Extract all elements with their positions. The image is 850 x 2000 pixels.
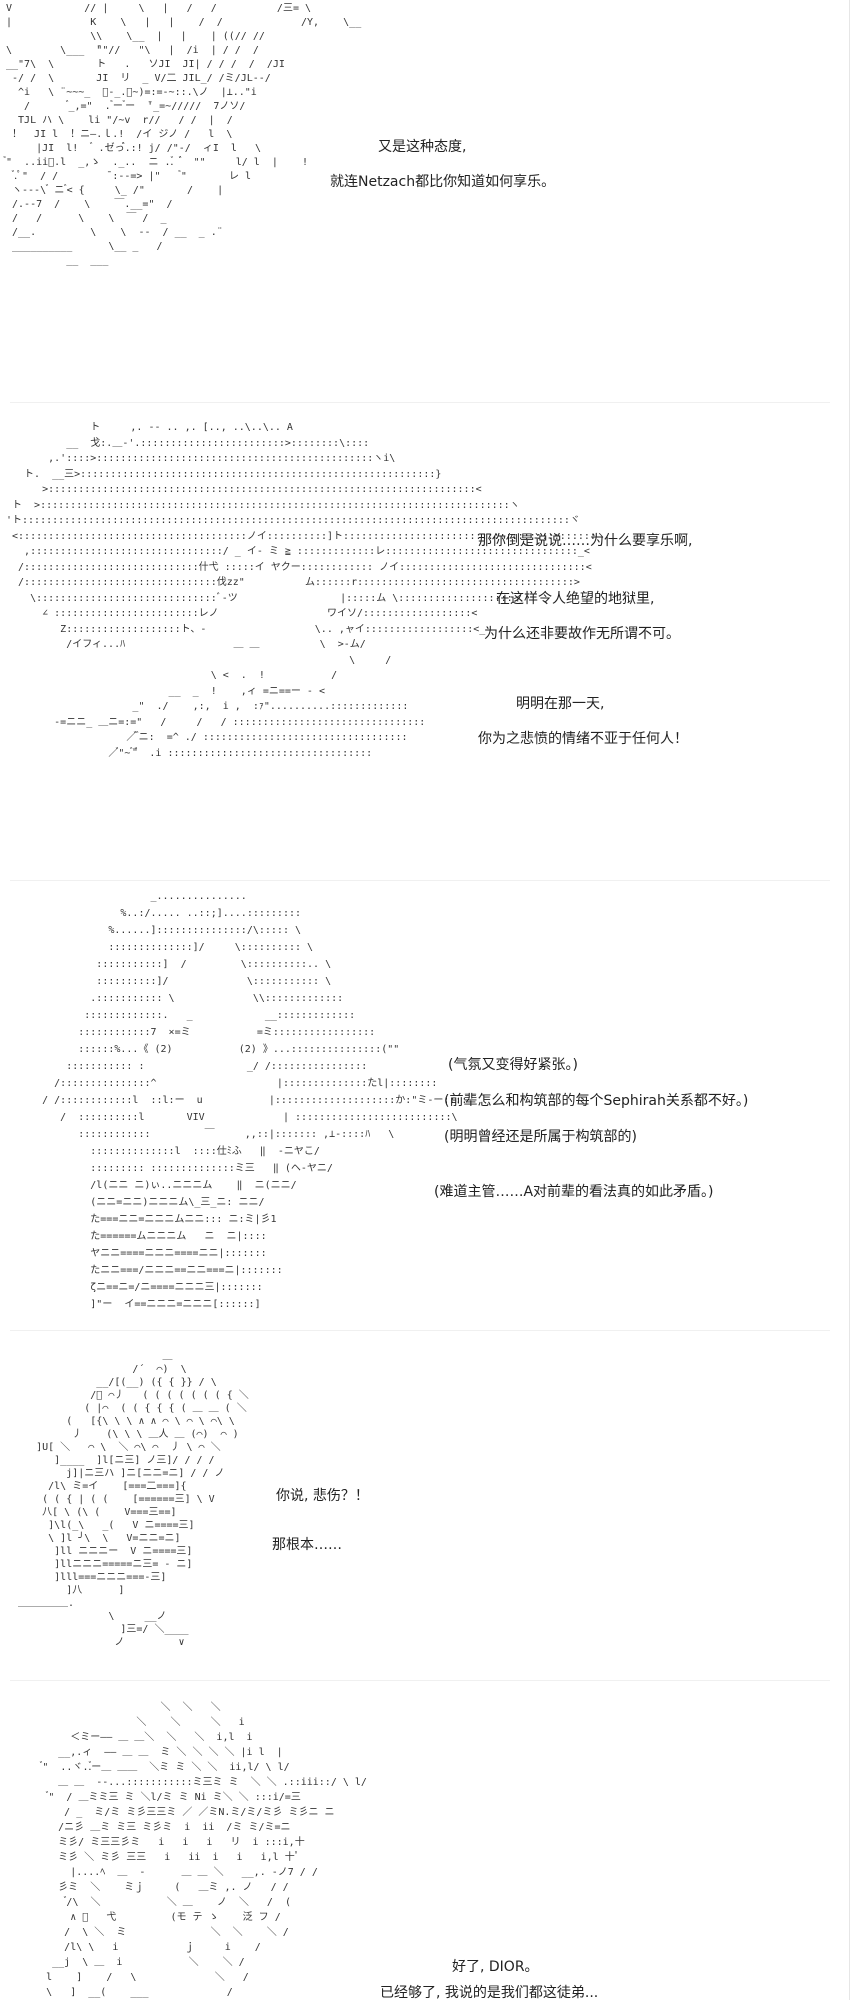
dialogue-line: 已经够了, 我说的是我们都这徒弟...	[380, 1985, 599, 2000]
panel-divider	[10, 1680, 830, 1681]
comic-panel-2: ト ,. -- .. ,. [.., ..\..\.. A __ 戈:.＿-'.…	[0, 410, 850, 880]
dialogue-line: (气氛又变得好紧张。)	[448, 1057, 578, 1073]
dialogue-line: 明明在那一天,	[516, 696, 605, 712]
ascii-art-figure-2: ト ,. -- .. ,. [.., ..\..\.. A __ 戈:.＿-'.…	[6, 422, 606, 759]
dialogue-line: 那你倒是说说……为什么要享乐啊,	[478, 533, 693, 549]
panel-divider	[10, 880, 830, 881]
dialogue-line: (难道主管……A对前辈的看法真的如此矛盾。)	[434, 1184, 714, 1200]
dialogue-line: 在这样令人绝望的地狱里,	[496, 591, 655, 607]
dialogue-line: (前辈怎么和构筑部的每个Sephirah关系都不好。)	[444, 1093, 749, 1109]
ascii-art-figure-4: ＿ /´ ⌒) \ __/[(__) ({ { }} / \ /゙ ⌒丿 ( (…	[18, 1351, 249, 1648]
dialogue-line: 为什么还非要故作无所谓不可。	[484, 626, 680, 642]
comic-panel-5: ＼ ＼ ＼ ＼ ＼ ＼ i ＜ミー―― ＿ ＿＼ ＼ ＼ i,l i __,.ィ…	[0, 1690, 850, 2000]
dialogue-line: 又是这种态度,	[378, 139, 467, 155]
ascii-art-figure-1: V // | \ | / / /三= \ | K \ | | / / /Y, \…	[6, 3, 362, 266]
comic-panel-3: _............... %..:/..... ..::;]....::…	[0, 880, 850, 1330]
panel-divider	[10, 1330, 830, 1331]
comic-panel-4: ＿ /´ ⌒) \ __/[(__) ({ { }} / \ /゙ ⌒丿 ( (…	[0, 1340, 850, 1680]
ascii-art-figure-3: _............... %..:/..... ..::;]....::…	[42, 891, 468, 1310]
dialogue-line: 就连Netzach都比你知道如何享乐。	[330, 174, 556, 190]
dialogue-line: (明明曾经还是所属于构筑部的)	[444, 1129, 637, 1145]
panel-divider	[10, 402, 830, 403]
dialogue-line: 好了, DIOR。	[452, 1959, 539, 1975]
dialogue-line: 那根本……	[272, 1537, 342, 1553]
ascii-art-figure-5: ＼ ＼ ＼ ＼ ＼ ＼ i ＜ミー―― ＿ ＿＼ ＼ ＼ i,l i __,.ィ…	[40, 1702, 367, 1998]
dialogue-line: 你说, 悲伤？！	[276, 1488, 369, 1504]
dialogue-line: 你为之悲愤的情绪不亚于任何人！	[478, 731, 688, 747]
comic-panel-1: V // | \ | / / /三= \ | K \ | | / / /Y, \…	[0, 0, 850, 400]
